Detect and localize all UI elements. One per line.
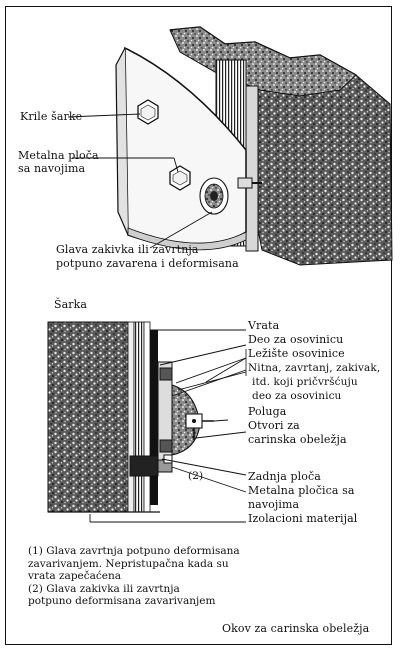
rivet-label-3: deo za osovinicu	[252, 390, 342, 402]
metal-plate-small-label-2: navojima	[248, 498, 300, 511]
holes-label-2: carinska obeležja	[248, 433, 347, 446]
holes-label-1: Otvori za	[248, 419, 300, 432]
figure-frame	[5, 6, 392, 645]
hinge-wing	[115, 46, 262, 251]
back-plate-label: Zadnja ploča	[248, 470, 321, 483]
metal-plate-label-1: Metalna ploča	[18, 149, 99, 162]
note-line-5: potpuno deformisana zavarivanjem	[28, 595, 216, 608]
rivet-head-label-2: potpuno zavarena i deformisana	[56, 257, 239, 270]
note-line-1: (1) Glava zavrtnja potpuno deformisana	[28, 545, 240, 557]
lever-label: Poluga	[248, 405, 287, 418]
bottom-door-section	[47, 321, 160, 513]
rivet-label-2: itd. koji pričvršćuju	[252, 376, 358, 388]
metal-plate-label-2: sa navojima	[18, 162, 86, 175]
axle-part-label: Deo za osovinicu	[248, 333, 344, 346]
note-line-3: vrata zapečaćena	[28, 570, 122, 583]
hinge-mechanism	[129, 361, 214, 477]
bottom-callouts	[89, 329, 247, 523]
hinge-title: Šarka	[54, 298, 88, 311]
insulation-label: Izolacioni materijal	[248, 512, 358, 525]
note-line-4: (2) Glava zakivka ili zavrtnja	[28, 582, 180, 595]
door-label: Vrata	[248, 319, 280, 332]
axle-bearing-label: Ležište osovinice	[248, 347, 345, 360]
note-line-2: zavarivanjem. Nepristupačna kada su	[28, 557, 229, 570]
notes-block: (1) Glava zavrtnja potpuno deformisana z…	[28, 545, 240, 608]
metal-plate-small-label-1: Metalna pločica sa	[248, 484, 355, 497]
figure-caption: Okov za carinska obeležja	[222, 622, 370, 635]
rivet-head-label-1: Glava zakivka ili zavrtnja	[56, 243, 199, 256]
rivet-label-1: Nitna, zavrtanj, zakivak,	[248, 362, 381, 374]
marker-2: (2)	[188, 470, 204, 482]
top-callouts	[67, 113, 213, 249]
hinge-wing-label: Krile šarke	[20, 110, 83, 123]
